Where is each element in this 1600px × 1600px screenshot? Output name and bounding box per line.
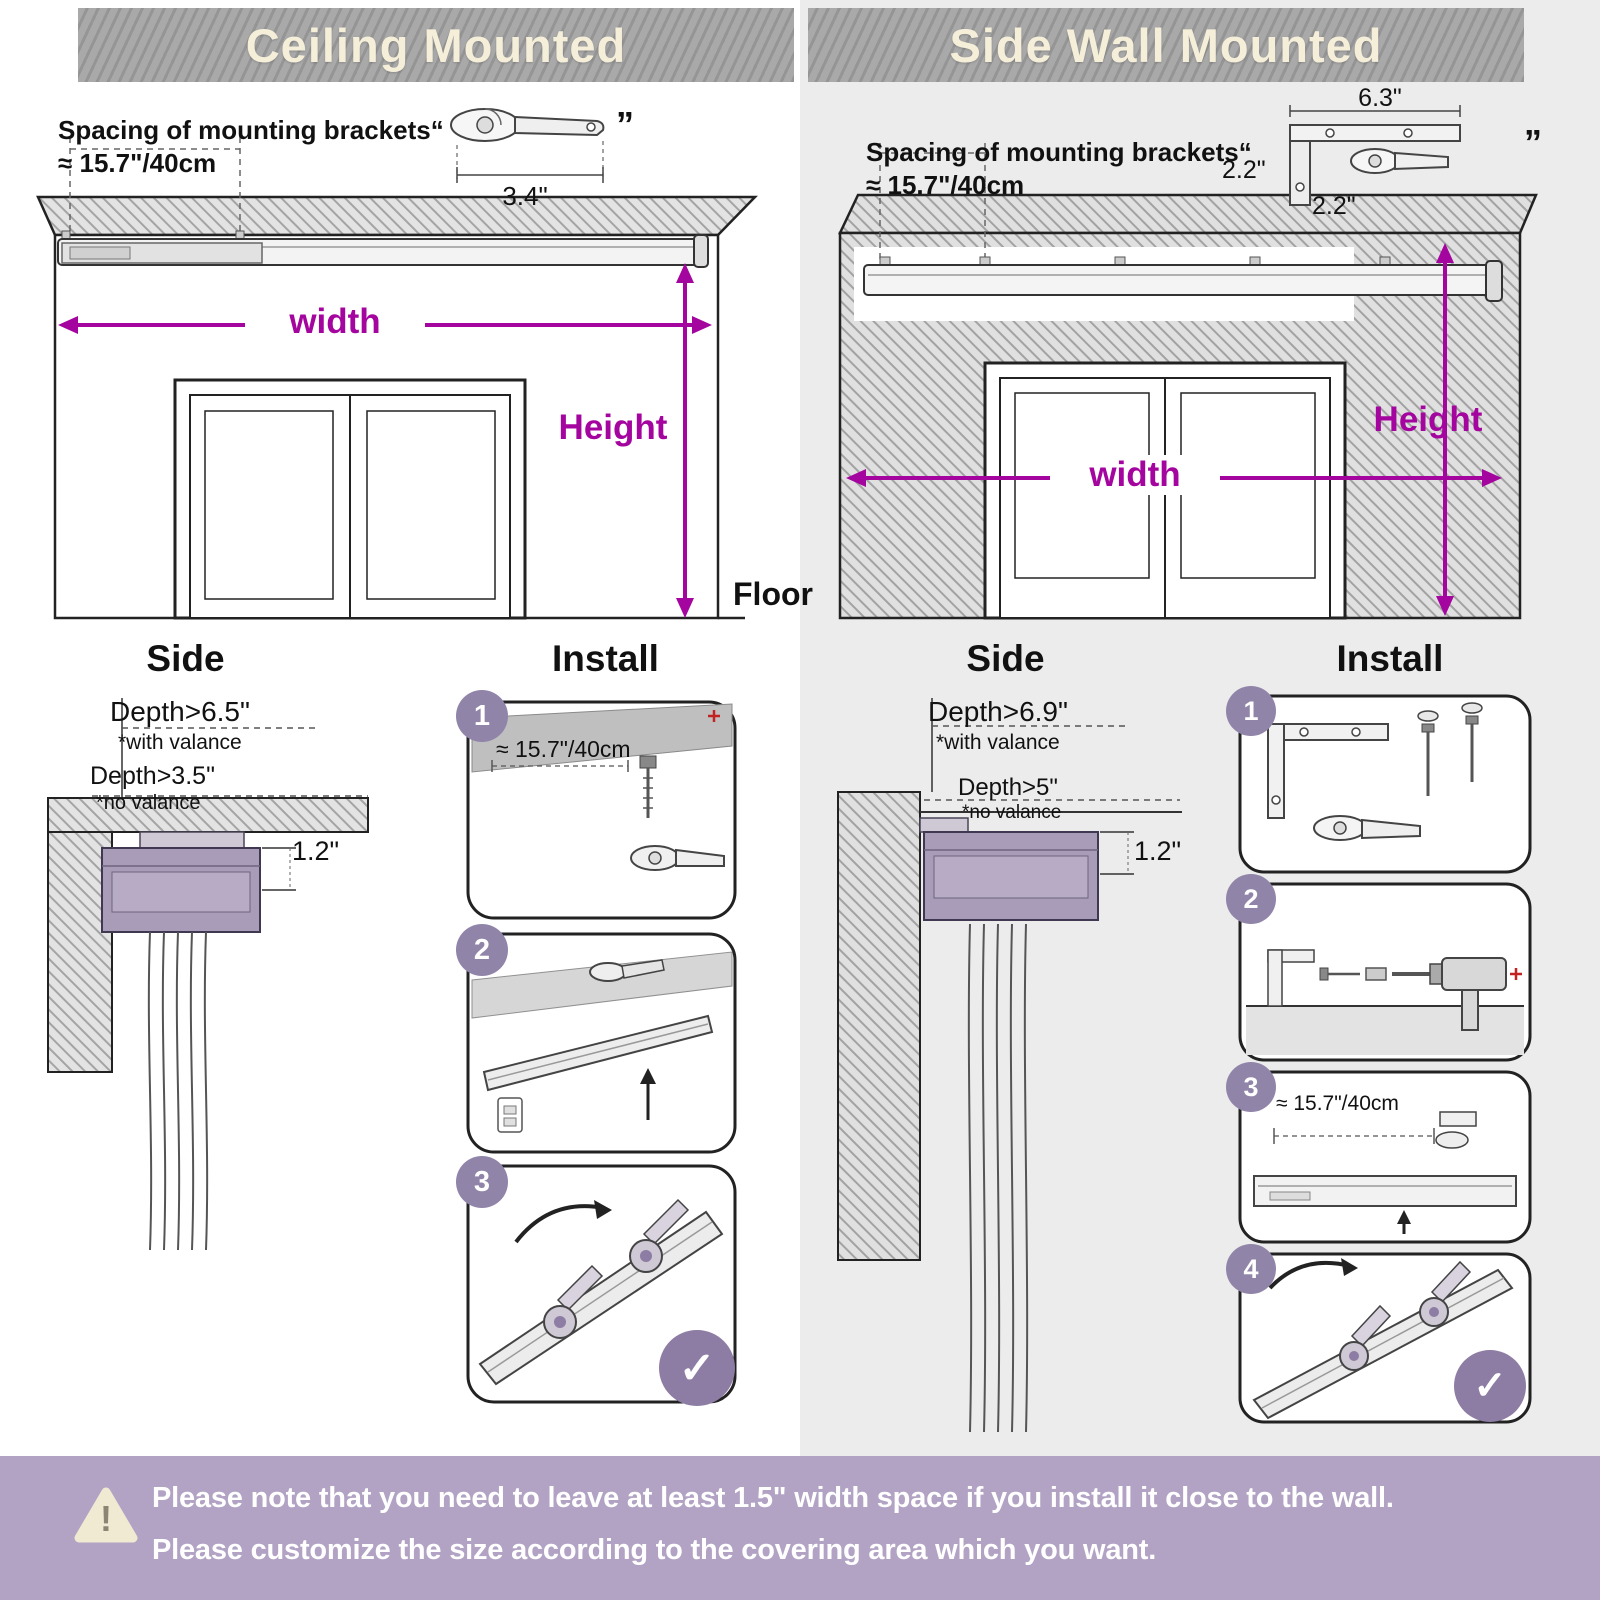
- install-step-2: [466, 932, 737, 1154]
- ceiling-install-title: Install: [552, 638, 659, 679]
- ceiling-slab: [36, 195, 758, 237]
- wall-width-label: width: [1050, 455, 1220, 496]
- no-valance-note: *no valance: [96, 792, 201, 814]
- install-step-1: [1238, 694, 1532, 874]
- check-icon: ✓: [659, 1330, 735, 1406]
- install-step-1: [466, 700, 737, 920]
- depth-with-valance: Depth>6.5": [110, 696, 250, 727]
- ceiling-spacing-label: Spacing of mounting brackets“: [58, 115, 444, 145]
- quote-mark: ”: [1524, 122, 1542, 163]
- install-step-2: [1238, 882, 1532, 1062]
- footer-line-2: Please customize the size according to t…: [152, 1534, 1157, 1566]
- warning-exclamation: !: [100, 1498, 112, 1539]
- step1-spacing-note: ≈ 15.7"/40cm: [496, 736, 631, 762]
- ceiling-side-install-diagram: [47, 698, 737, 1404]
- install-step-3: [1238, 1070, 1532, 1244]
- curtain-panels: [967, 923, 1029, 1433]
- depth-no-valance: Depth>3.5": [90, 762, 215, 790]
- step3-spacing-note: ≈ 15.7"/40cm: [1276, 1092, 1399, 1115]
- step-1-badge: 1: [1226, 686, 1276, 736]
- height-arrow: [1436, 243, 1454, 616]
- curtain-track: [57, 230, 709, 268]
- side-cross-section: [47, 698, 369, 1251]
- quote-mark: ”: [616, 104, 634, 145]
- wall-side-title: Side: [966, 638, 1045, 679]
- with-valance-note: *with valance: [936, 731, 1060, 754]
- wall-spacing-label: Spacing of mounting brackets“: [866, 137, 1252, 167]
- height-arrow: [676, 263, 694, 618]
- step-3-badge: 3: [456, 1156, 508, 1208]
- curtain-panels: [147, 931, 209, 1251]
- ceiling-width-label: width: [245, 302, 425, 343]
- wall-spacing-value: ≈ 15.7"/40cm: [866, 170, 1025, 200]
- ceiling-bracket-icon: [450, 108, 605, 183]
- bracket-spacing-guides: [879, 143, 986, 263]
- step-4-badge: 4: [1226, 1244, 1276, 1294]
- step-3-badge: 3: [1226, 1062, 1276, 1112]
- warning-icon: !: [74, 1487, 138, 1543]
- curtain-track: [863, 256, 1503, 302]
- step-2-badge: 2: [1226, 874, 1276, 924]
- ceiling-spacing-value: ≈ 15.7"/40cm: [58, 148, 217, 178]
- check-icon: ✓: [1454, 1350, 1526, 1422]
- ceiling-height-label: Height: [558, 408, 668, 447]
- no-valance-note: *no valance: [962, 802, 1062, 823]
- footer-line-1: Please note that you need to leave at le…: [152, 1482, 1394, 1514]
- track-height-dim: 1.2": [1134, 836, 1182, 866]
- track-height-dim: 1.2": [292, 836, 340, 866]
- side-wall-mounted-header: Side Wall Mounted: [808, 8, 1524, 82]
- with-valance-note: *with valance: [118, 731, 242, 754]
- step-2-badge: 2: [456, 924, 508, 976]
- double-door: [173, 378, 527, 620]
- bracket-spacing-guides: [69, 137, 241, 233]
- wall-bracket-icon: [1289, 105, 1461, 206]
- wall-bracket-depth-dim: 2.2": [1312, 192, 1356, 220]
- wall-install-title: Install: [1336, 638, 1444, 679]
- ceiling-room-diagram: [36, 108, 758, 620]
- ceiling-bracket-width-dim: 3.4": [502, 181, 548, 211]
- wall-bracket-height-dim: 2.2": [1222, 156, 1266, 184]
- wall-side-install-diagram: [837, 694, 1532, 1433]
- step-1-badge: 1: [456, 690, 508, 742]
- ceiling-mounted-header: Ceiling Mounted: [78, 8, 794, 82]
- wall-bracket-width-dim: 6.3": [1358, 84, 1402, 112]
- depth-with-valance: Depth>6.9": [928, 696, 1068, 727]
- wall-height-label: Height: [1373, 400, 1483, 439]
- floor-label: Floor: [733, 576, 813, 612]
- ceiling-side-title: Side: [146, 638, 225, 679]
- side-cross-section: [837, 698, 1182, 1433]
- depth-no-valance: Depth>5": [958, 774, 1058, 801]
- footer-warning-bar: ! Please note that you need to leave at …: [0, 1456, 1600, 1600]
